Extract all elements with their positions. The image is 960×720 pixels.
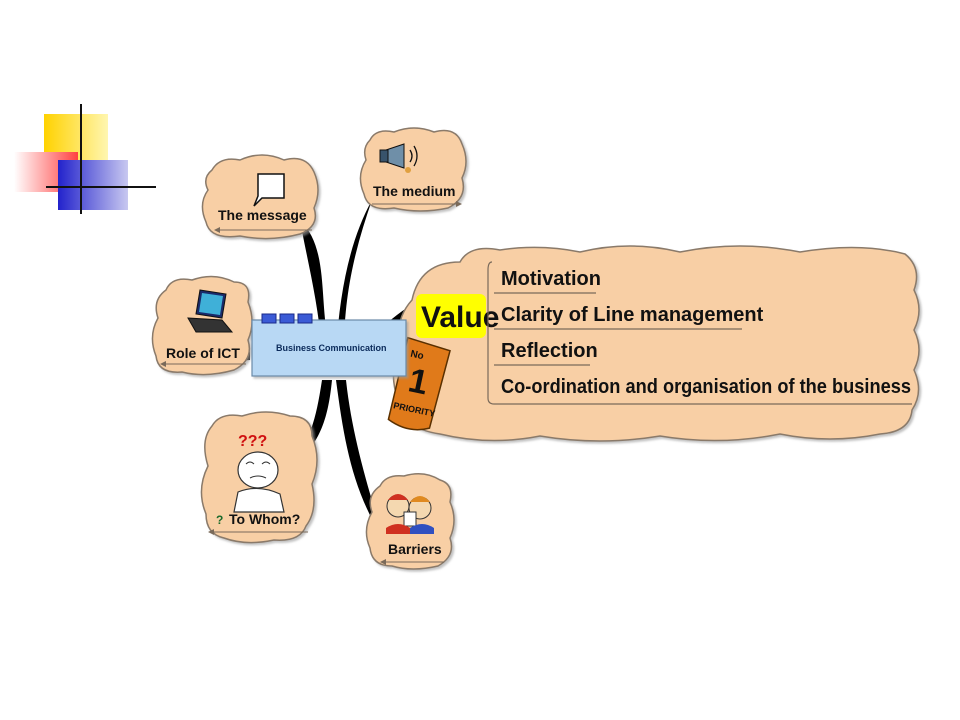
message-label: The message: [218, 207, 307, 223]
question-icon: ?: [216, 513, 223, 527]
value-highlight: [416, 294, 486, 338]
whom-label: To Whom?: [229, 511, 300, 527]
arguing-people-icon: [386, 494, 434, 534]
ict-node: Role of ICT: [151, 275, 253, 376]
value-cloud: [392, 245, 920, 442]
items-bracket: [487, 261, 912, 405]
ict-label: Role of ICT: [166, 345, 240, 361]
connector-message: [300, 220, 330, 350]
barriers-node: Barriers: [365, 473, 455, 570]
confused-person-icon: ???: [233, 433, 285, 513]
center-handle-3: [297, 313, 313, 324]
corner-decoration: [14, 104, 156, 214]
blue-square: [58, 160, 128, 210]
connector-medium: [336, 200, 372, 350]
svg-text:???: ???: [238, 433, 267, 450]
megaphone-icon: [379, 143, 418, 173]
message-node: The message: [201, 154, 319, 240]
whom-node: ??? ? To Whom?: [200, 411, 318, 544]
connector-barriers: [336, 380, 384, 540]
center-handle-1: [261, 313, 277, 324]
laptop-icon: [187, 289, 234, 333]
value-item-reflection: Reflection: [501, 340, 598, 362]
medium-label: The medium: [373, 183, 455, 199]
value-item-coordination: Co-ordination and organisation of the bu…: [501, 376, 911, 398]
center-label: Business Communication: [276, 343, 387, 353]
medium-node: The medium: [359, 127, 467, 212]
value-item-clarity: Clarity of Line management: [501, 304, 764, 326]
value-item-motivation: Motivation: [501, 268, 601, 290]
center-handle-2: [279, 313, 295, 324]
value-title: Value: [421, 301, 499, 334]
svg-text:No: No: [409, 349, 424, 363]
barriers-label: Barriers: [388, 541, 442, 557]
center-node: Business Communication: [251, 313, 407, 377]
connector-whom: [290, 380, 332, 470]
speech-bubble-icon: [253, 173, 285, 207]
